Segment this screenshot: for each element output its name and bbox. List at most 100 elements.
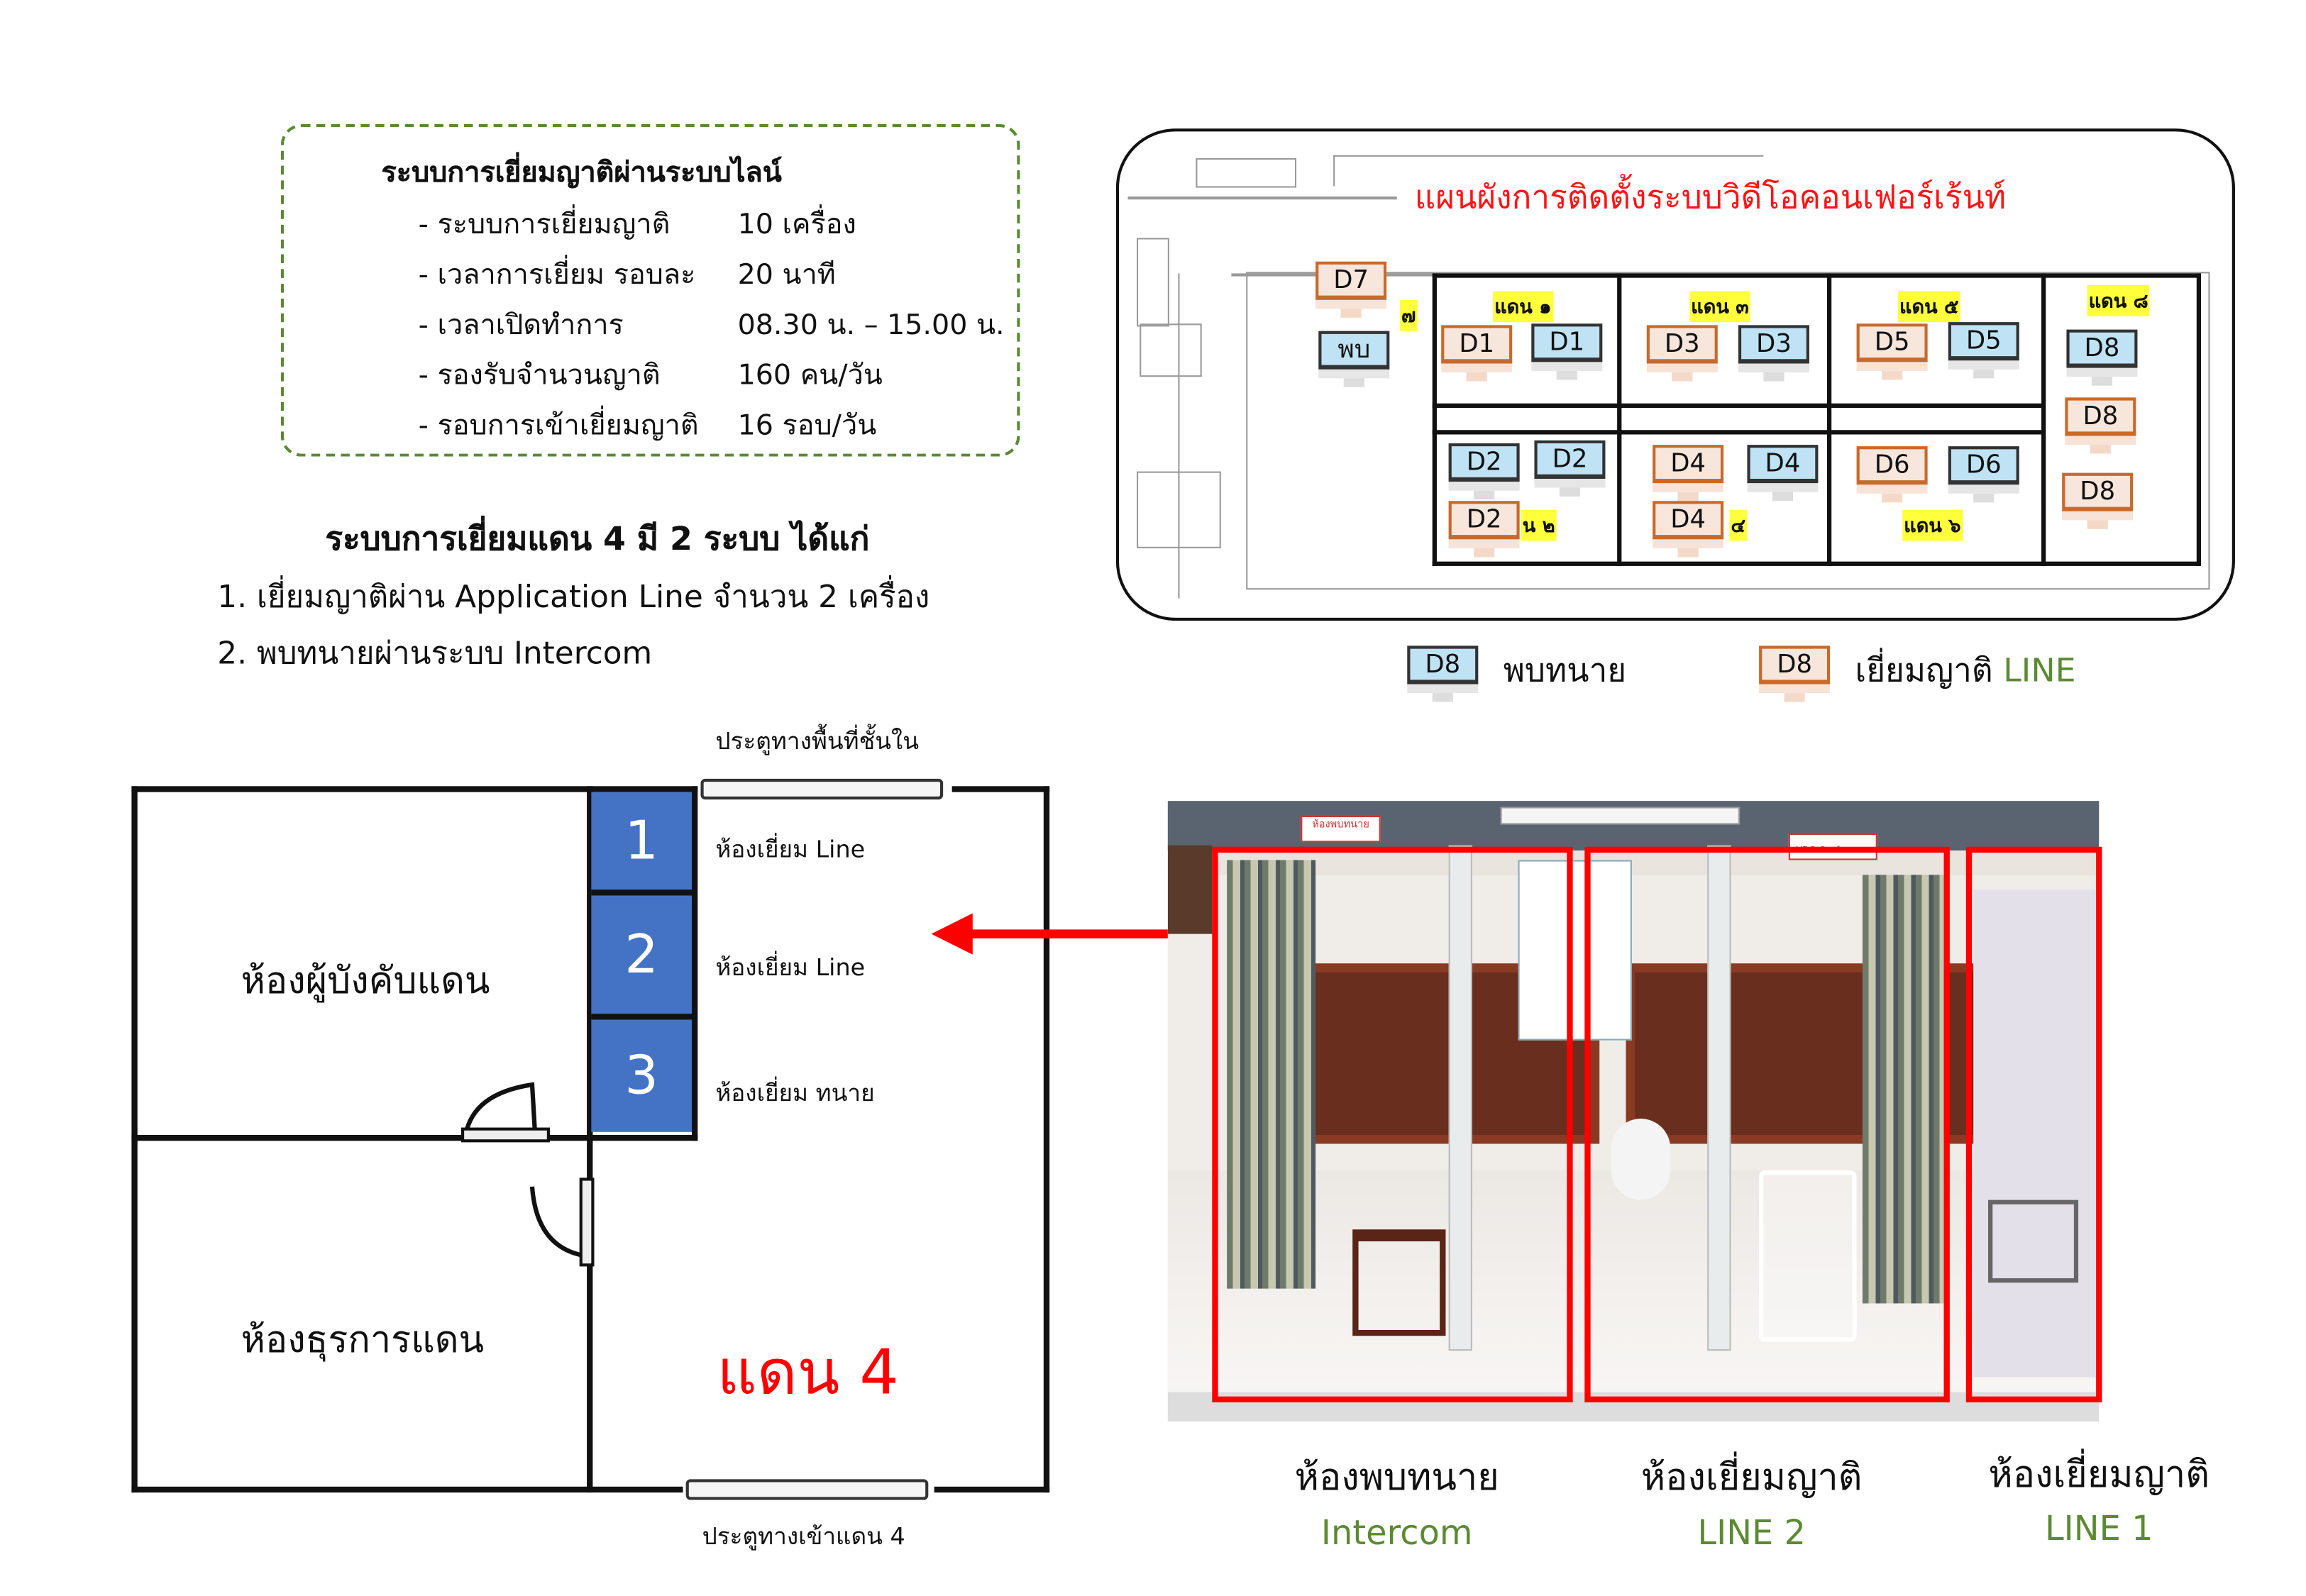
zone-label: ๗ [1399,299,1418,331]
system-item: 2. พบทนายผ่านระบบ Intercom [217,635,653,671]
monitor-label: D3 [1646,325,1718,364]
caption-title: ห้องพบทนาย [1294,1456,1499,1499]
monitor-พบ-icon: พบ [1318,331,1390,387]
monitor-label: D6 [1948,446,2019,485]
monitor-label: D7 [1315,261,1387,300]
zone-label: น ๒ [1521,509,1557,541]
zone-label: แดน ๖ [1902,509,1963,541]
monitor-label: D8 [1407,645,1479,685]
booth-2: 2 [591,895,692,1020]
monitor-d5-icon: D5 [1856,323,1928,380]
monitor-label: D8 [2062,472,2134,511]
monitor-d2-icon: D2 [1534,440,1606,497]
info-label: - รอบการเข้าเยี่ยมญาติ [418,409,699,442]
poster [1518,860,1632,1041]
info-label: - ระบบการเยี่ยมญาติ [418,208,671,241]
monitor-d6-icon: D6 [1948,446,2019,503]
installation-map: แผนผังการติดตั้งระบบวิดีโอคอนเฟอร์เร้นท์… [1115,128,2235,621]
monitor-d4-icon: D4 [1747,445,1819,501]
monitor-d5-icon: D5 [1948,322,2019,379]
monitor-label: D8 [2065,397,2136,436]
info-value: 08.30 น. – 15.00 น. [737,309,1005,342]
monitor-label: D5 [1856,323,1928,362]
monitor-d2-icon: D2 [1448,443,1520,500]
monitor-d3-icon: D3 [1738,325,1809,382]
booth-label: ห้องเยี่ยม ทนาย [715,1078,875,1107]
ceiling-light [1500,807,1740,825]
info-label: - เวลาเปิดทำการ [418,309,624,342]
monitor-d2-icon: D2 [1448,501,1520,558]
chair [1988,1199,2079,1283]
highlight-line2-room [1584,846,1950,1403]
monitor-label: D4 [1653,445,1724,484]
monitor-label: D2 [1448,501,1520,540]
legend-line-monitor-icon: D8 [1759,645,1831,702]
info-value: 10 เครื่อง [737,208,856,241]
highlight-line1-room [1965,846,2102,1403]
door-swing-icon [529,1177,595,1267]
zone-label: ๔ [1729,509,1748,541]
caption-title: ห้องเยี่ยมญาติ [1640,1456,1863,1499]
sign-lawyer-room: ห้องพบทนาย [1301,815,1381,843]
info-label: - รองรับจำนวนญาติ [418,359,661,392]
monitor-d7-icon: D7 [1315,261,1387,318]
fan [1611,1119,1671,1200]
monitor-label: D4 [1747,445,1819,484]
zone-label: แดน ๘ [2087,285,2150,316]
monitor-label: D2 [1448,443,1520,482]
monitor-label: D1 [1441,325,1513,364]
monitor-label: D8 [1759,645,1831,685]
legend-line-text: เยี่ยมญาติ LINE [1855,644,2076,696]
monitor-label: D2 [1534,440,1606,479]
info-value: 20 นาที [737,258,836,292]
zone-label: แดน ๑ [1493,291,1553,323]
monitor-d8-icon: D8 [2062,472,2134,529]
info-value: 16 รอบ/วัน [737,409,877,442]
monitor-d8-icon: D8 [2066,329,2138,386]
monitor-d3-icon: D3 [1646,325,1718,382]
inner-door-icon [700,778,944,800]
monitor-label: D6 [1856,446,1928,485]
stool [1352,1229,1446,1336]
monitor-d8-icon: D8 [2065,397,2136,454]
info-title: ระบบการเยี่ยมญาติผ่านระบบไลน์ [381,156,782,189]
monitor-label: D8 [2066,329,2138,368]
booth-label: ห้องเยี่ยม Line [715,835,866,863]
caption-sub: Intercom [1320,1514,1473,1553]
caption-title: ห้องเยี่ยมญาติ [1988,1452,2210,1496]
monitor-label: พบ [1318,331,1390,370]
booth-label: ห้องเยี่ยม Line [715,953,866,982]
door-swing-icon [460,1082,550,1143]
monitor-d4-icon: D4 [1653,445,1724,501]
booth-1: 1 [591,792,692,896]
legend-line-suffix: LINE [2003,653,2076,690]
map-title: แผนผังการติดตั้งระบบวิดีโอคอนเฟอร์เร้นท์ [1414,180,2007,218]
chair [1759,1170,1857,1342]
entrance-door-icon [685,1479,929,1500]
info-value: 160 คน/วัน [737,359,883,392]
monitor-d4-icon: D4 [1653,501,1724,558]
zone-label: แดน ๕ [1897,291,1960,323]
monitor-d6-icon: D6 [1856,446,1928,503]
highlight-lawyer-room [1212,846,1573,1403]
monitor-label: D3 [1738,325,1809,364]
legend-lawyer-text: พบทนาย [1503,653,1627,690]
system-item: 1. เยี่ยมญาติผ่าน Application Line จำนวน… [217,579,930,615]
zone-label: แดน 4 [717,1336,899,1409]
monitor-d1-icon: D1 [1441,325,1513,382]
info-box [280,123,1020,457]
systems-heading: ระบบการเยี่ยมแดน 4 มี 2 ระบบ ได้แก่ [325,521,870,559]
info-label: - เวลาการเยี่ยม รอบละ [418,258,696,292]
booth-3: 3 [591,1019,692,1132]
legend-line-label: เยี่ยมญาติ [1855,653,2004,690]
monitor-label: D1 [1531,323,1603,362]
admin-room-label: ห้องธุรการแดน [241,1318,485,1361]
caption-sub: LINE 2 [1697,1514,1806,1553]
commander-room-label: ห้องผู้บังคับแดน [241,959,490,1002]
caption-sub: LINE 1 [2044,1510,2153,1549]
legend-lawyer-monitor-icon: D8 [1407,645,1479,702]
zone-label: แดน ๓ [1689,291,1750,323]
monitor-d1-icon: D1 [1531,323,1603,380]
pointer-arrow-icon [931,913,1221,955]
